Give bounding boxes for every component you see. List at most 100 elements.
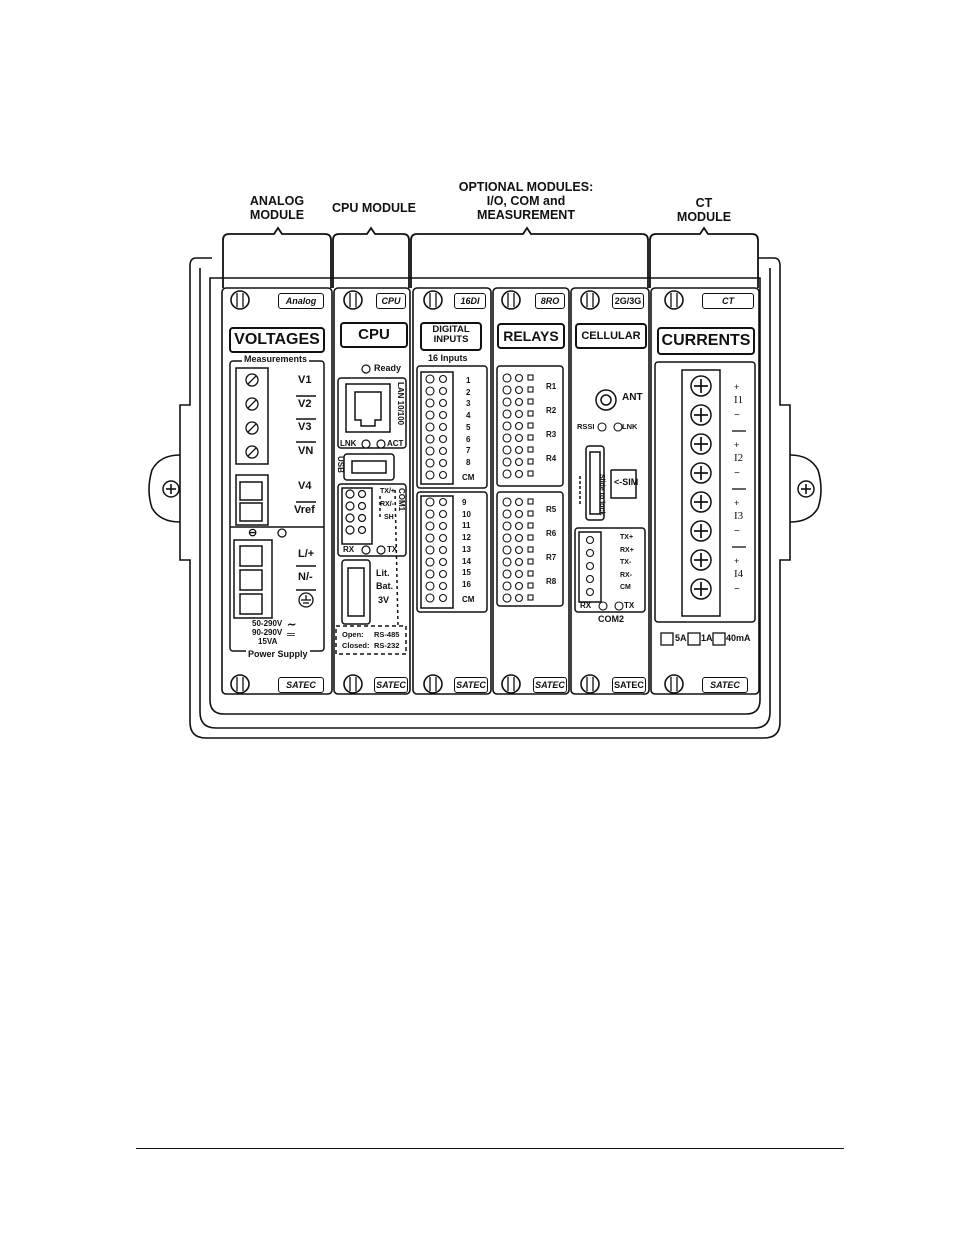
di-led-b-2 bbox=[438, 521, 448, 531]
tab-satec-analog: SATEC bbox=[278, 677, 324, 693]
relay-pin-b-1 bbox=[502, 509, 512, 519]
label-l: L/+ bbox=[298, 548, 315, 560]
relay-contact-b-2 bbox=[527, 522, 534, 529]
di-led-b-3 bbox=[438, 533, 448, 543]
relay-contact-b-3 bbox=[527, 534, 534, 541]
relay-pin-a-4 bbox=[502, 421, 512, 431]
di-led-a-4 bbox=[438, 422, 448, 432]
di-pin-b-3 bbox=[425, 533, 435, 543]
relay-label: R3 bbox=[546, 430, 557, 439]
di-pin-a-7 bbox=[425, 458, 435, 468]
label-cell-lnk: LNK bbox=[622, 422, 638, 431]
di-led-a-1 bbox=[438, 386, 448, 396]
label-com2: COM2 bbox=[598, 614, 625, 624]
minus-symbol: ⊖ bbox=[248, 527, 258, 539]
label-lan: LAN 10/100 bbox=[396, 382, 405, 426]
di-input-label: 1 bbox=[466, 376, 471, 385]
di-led-a-2 bbox=[438, 398, 448, 408]
di-pin-a-1 bbox=[425, 386, 435, 396]
label-v1: V1 bbox=[298, 374, 312, 386]
ct-minus: − bbox=[734, 526, 740, 537]
relay-pin2-b-1 bbox=[514, 509, 524, 519]
label-open: Open: bbox=[342, 630, 364, 639]
callout-optional-line2: I/O, COM and bbox=[486, 194, 566, 208]
label-closed: Closed: bbox=[342, 641, 370, 650]
relay-pin-a-3 bbox=[502, 409, 512, 419]
relay-pin-b-8 bbox=[502, 593, 512, 603]
label-rs232: RS-232 bbox=[374, 641, 400, 650]
callout-ct-line1: CT bbox=[695, 196, 713, 210]
label-vref: Vref bbox=[294, 504, 315, 516]
di-led-b-7 bbox=[438, 581, 448, 591]
label-lit: Lit. bbox=[376, 568, 390, 578]
ac-dc-icon: ∼═ bbox=[287, 619, 297, 641]
ps-rating-2: 90-290V bbox=[252, 628, 283, 637]
housing-ears bbox=[148, 454, 822, 523]
digital-inputs-title: DIGITAL INPUTS bbox=[420, 322, 482, 351]
relay-contact-a-8 bbox=[527, 470, 534, 477]
label-sh: SH bbox=[384, 514, 394, 521]
di-led-b-5 bbox=[438, 557, 448, 567]
ct-option-40ma: 40mA bbox=[726, 633, 751, 643]
voltages-title: VOLTAGES bbox=[229, 327, 325, 353]
relay-pin2-b-8 bbox=[514, 593, 524, 603]
relay-label: R4 bbox=[546, 454, 557, 463]
relay-contact-a-5 bbox=[527, 434, 534, 441]
relay-pin-b-0 bbox=[502, 497, 512, 507]
label-rs485: RS-485 bbox=[374, 630, 400, 639]
di-input-label: 12 bbox=[462, 533, 471, 543]
ct-minus: − bbox=[734, 584, 740, 595]
di-pin-a-3 bbox=[425, 410, 435, 420]
callout-optional-line3: MEASUREMENT bbox=[477, 208, 575, 222]
relay-pin2-a-0 bbox=[514, 373, 524, 383]
relay-pin2-a-7 bbox=[514, 457, 524, 467]
relay-pin-b-6 bbox=[502, 569, 512, 579]
relay-label: R5 bbox=[546, 505, 557, 514]
relay-pin-b-4 bbox=[502, 545, 512, 555]
tab-satec-relay: SATEC bbox=[533, 677, 567, 693]
relay-pin2-a-8 bbox=[514, 469, 524, 479]
relay-contact-b-4 bbox=[527, 546, 534, 553]
power-supply-label: Power Supply bbox=[246, 649, 310, 659]
di-cm-a: CM bbox=[462, 473, 475, 482]
sim-text: SIM bbox=[622, 477, 639, 487]
label-cpu-rx: RX bbox=[343, 545, 355, 554]
relay-pin2-b-2 bbox=[514, 521, 524, 531]
di-cm-b: CM bbox=[462, 595, 475, 604]
relay-pin2-b-6 bbox=[514, 569, 524, 579]
relay-pin-a-1 bbox=[502, 385, 512, 395]
relay-contact-a-7 bbox=[527, 458, 534, 465]
relay-contact-a-6 bbox=[527, 446, 534, 453]
label-cell-rx: RX bbox=[580, 601, 592, 610]
relay-pin-a-2 bbox=[502, 397, 512, 407]
relay-pin2-b-7 bbox=[514, 581, 524, 591]
currents-title: CURRENTS bbox=[657, 327, 755, 355]
relay-label: R1 bbox=[546, 382, 557, 391]
relay-pin2-a-3 bbox=[514, 409, 524, 419]
relay-pin-a-5 bbox=[502, 433, 512, 443]
ct-channel-label: I2 bbox=[734, 452, 744, 464]
relay-contact-a-3 bbox=[527, 410, 534, 417]
ct-channel-label: I4 bbox=[734, 568, 744, 580]
com2-pin-label: TX- bbox=[620, 559, 632, 566]
tab-cpu: CPU bbox=[376, 293, 406, 309]
ct-minus: − bbox=[734, 468, 740, 479]
relay-contact-b-8 bbox=[527, 594, 534, 601]
device-drawing bbox=[148, 226, 822, 739]
di-input-label: 2 bbox=[466, 387, 471, 397]
label-usb: USB bbox=[336, 456, 345, 473]
di-input-label: 10 bbox=[462, 509, 471, 519]
di-led-b-4 bbox=[438, 545, 448, 555]
label-lnk: LNK bbox=[340, 439, 357, 448]
tab-2g3g: 2G/3G bbox=[612, 293, 644, 309]
label-com1: COM1 bbox=[397, 488, 406, 512]
label-n: N/- bbox=[298, 571, 313, 583]
relay-label: R8 bbox=[546, 577, 557, 586]
di-pin-b-8 bbox=[425, 593, 435, 603]
di-pin-b-6 bbox=[425, 569, 435, 579]
relay-pin-b-3 bbox=[502, 533, 512, 543]
label-rssi: RSSI bbox=[577, 422, 595, 431]
relay-contact-b-7 bbox=[527, 582, 534, 589]
ct-channel-label: I1 bbox=[734, 394, 744, 406]
relay-label: R7 bbox=[546, 553, 557, 562]
